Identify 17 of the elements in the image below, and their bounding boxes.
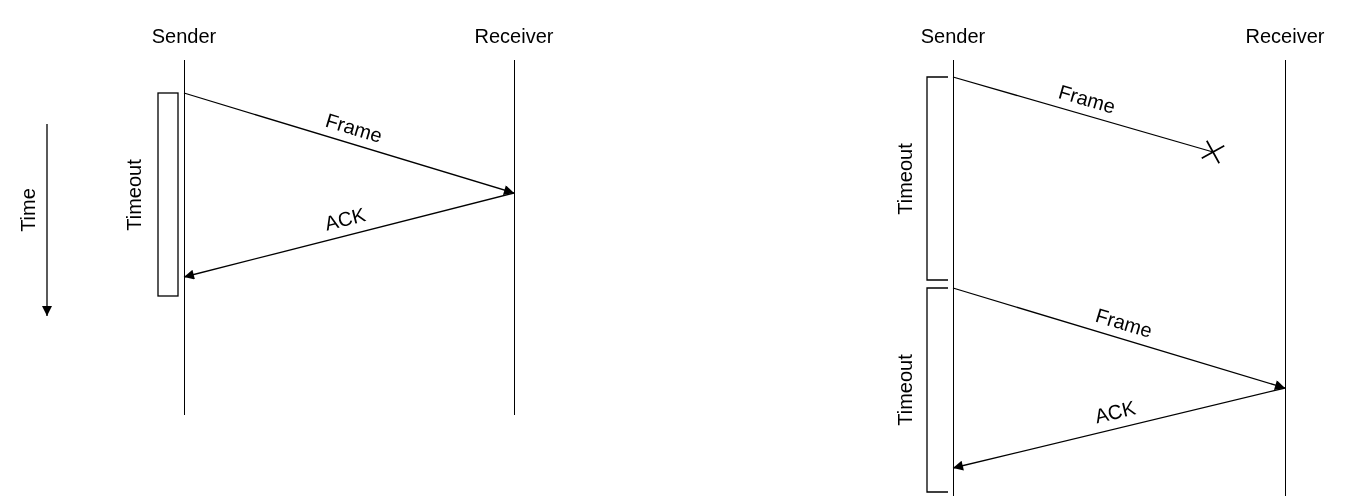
edge-label: Frame [323,109,385,146]
participant-label: Sender [151,26,217,46]
edge-label: ACK [322,204,368,235]
timeout-label: Timeout [895,354,915,426]
edge-label: Frame [1093,304,1155,341]
edge-label: ACK [1092,397,1138,427]
participant-label: Sender [920,26,986,46]
arrow [183,192,515,280]
edge-label: Frame [1056,81,1118,117]
arrow [952,287,1286,390]
participant-label: Receiver [1245,26,1325,46]
time-label: Time [18,188,38,232]
arrow [183,92,515,195]
participant-label: Receiver [474,26,554,46]
timeout-label: Timeout [124,158,144,231]
timeout-label: Timeout [895,142,915,215]
arrow [952,387,1286,471]
